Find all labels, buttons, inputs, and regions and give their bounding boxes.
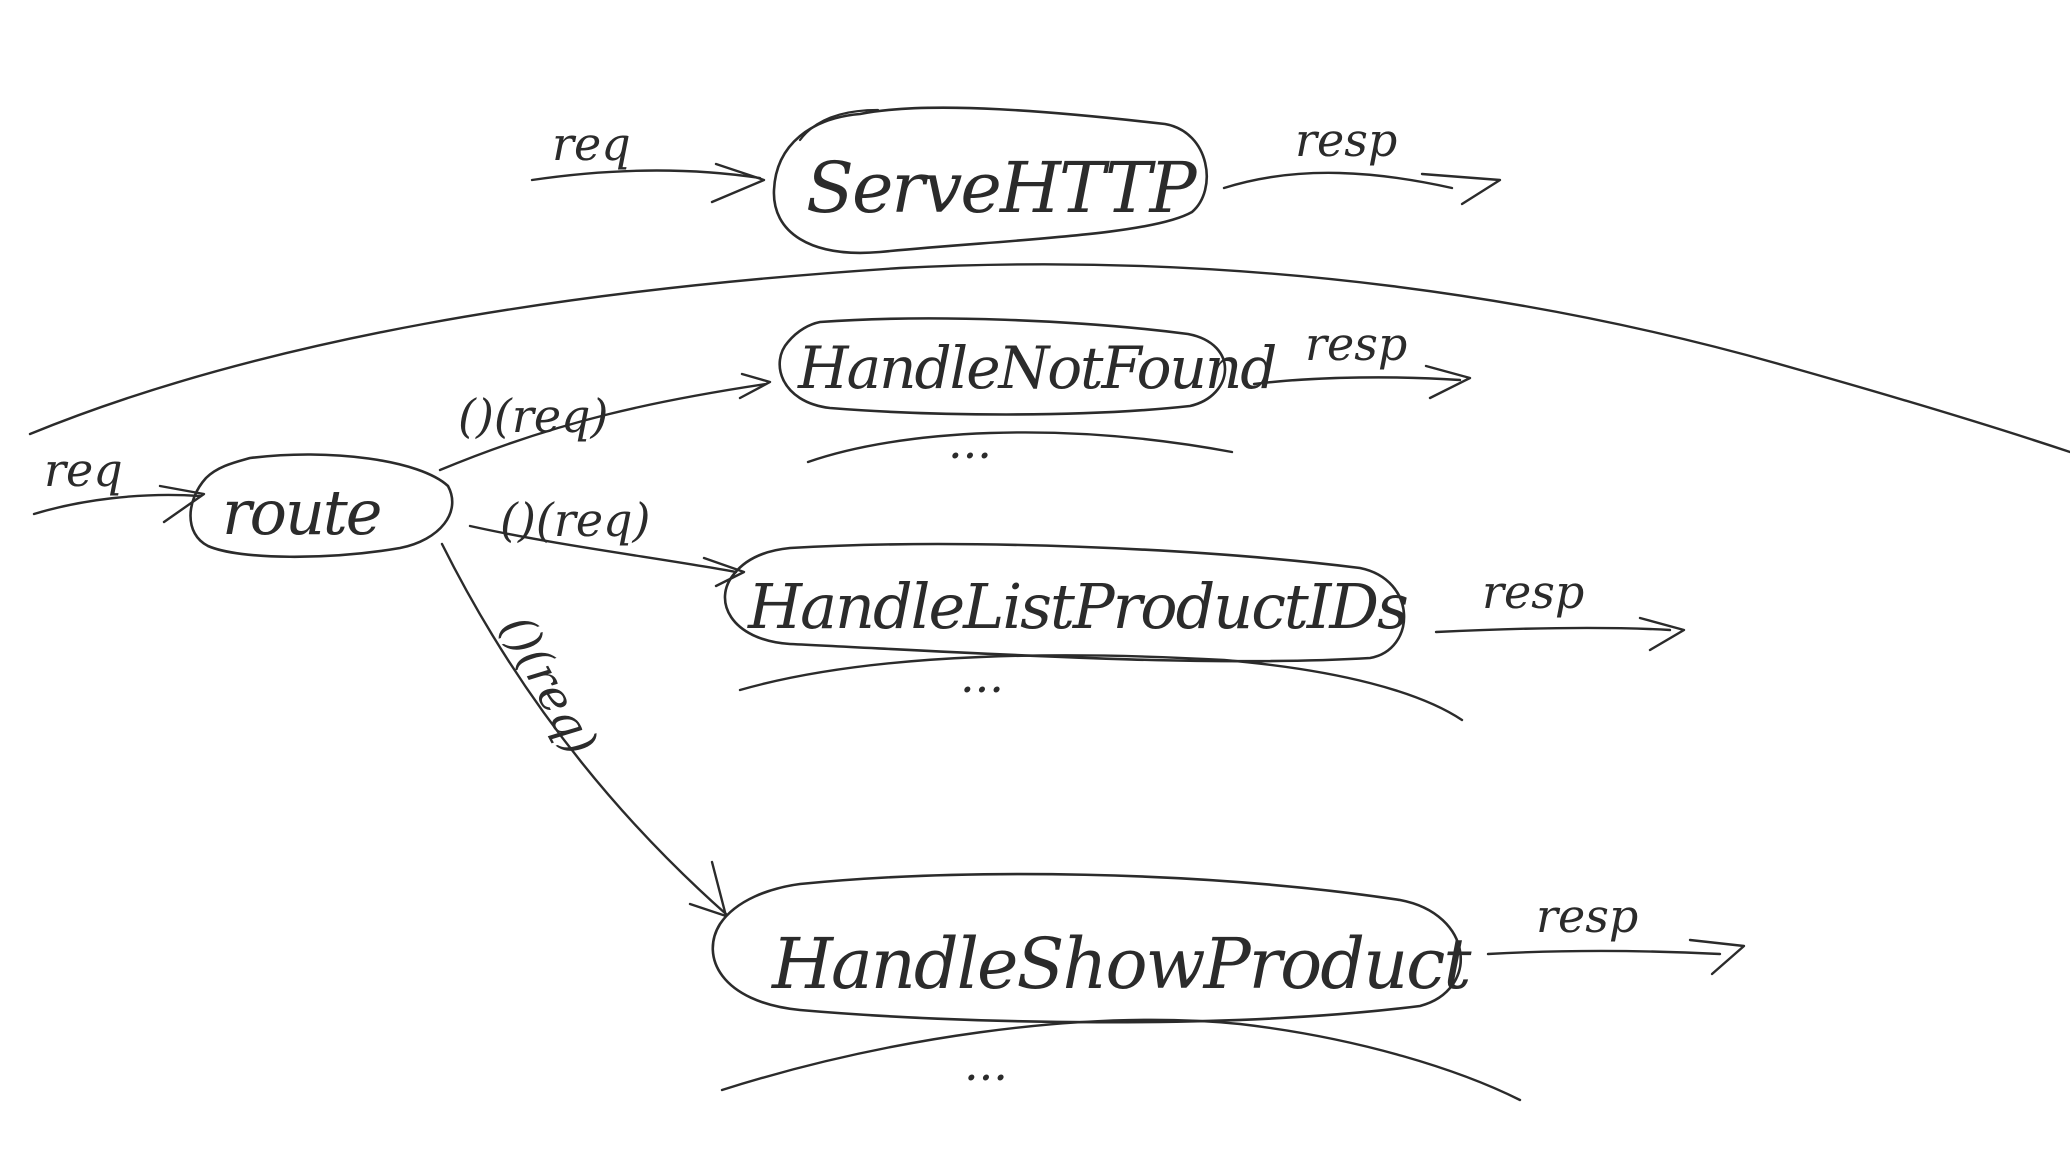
server-in-arrow — [530, 169, 762, 182]
server-out-label: resp — [1295, 113, 1397, 167]
route-node-outline — [189, 453, 454, 559]
list-ellipsis: ... — [960, 649, 1004, 703]
show-body-arc — [720, 1018, 1522, 1102]
show-ellipsis: ... — [964, 1037, 1008, 1091]
route-to-show-label: ()(req) — [490, 606, 608, 764]
list-out-label: resp — [1482, 565, 1584, 619]
server-in-arrowhead — [710, 162, 766, 204]
server-node-outline-overlap — [798, 108, 880, 142]
server-out-arrow — [1222, 171, 1454, 190]
route-to-notfound-arrowhead — [738, 372, 772, 400]
notfound-out-arrow — [1252, 376, 1462, 386]
notfound-node-outline — [778, 317, 1227, 416]
notfound-out-arrowhead — [1424, 364, 1472, 400]
server-scope-arc — [28, 263, 2070, 454]
notfound-body-arc — [806, 431, 1234, 464]
route-to-show-arrow — [440, 542, 728, 916]
show-node-label: HandleShowProduct — [770, 923, 1472, 1005]
route-to-notfound-label: ()(req) — [458, 389, 608, 443]
list-node-outline — [723, 542, 1406, 663]
server-node-outline — [772, 106, 1208, 255]
show-out-arrow — [1486, 949, 1722, 956]
route-node-label: route — [222, 476, 381, 549]
show-node-outline — [711, 872, 1462, 1024]
show-out-label: resp — [1536, 889, 1638, 943]
server-node-label: ServeHTTP — [806, 147, 1199, 229]
route-in-arrowhead — [158, 484, 206, 524]
route-to-list-arrowhead — [702, 556, 746, 588]
route-to-list-label: ()(req) — [500, 493, 650, 547]
route-in-arrow — [32, 493, 202, 516]
list-out-arrow — [1434, 626, 1672, 634]
route-to-notfound-arrow — [438, 382, 768, 472]
list-body-arc — [738, 654, 1464, 722]
list-node-label: HandleListProductIDs — [747, 570, 1407, 643]
show-out-arrowhead — [1688, 938, 1746, 976]
notfound-ellipsis: ... — [948, 415, 992, 469]
notfound-out-label: resp — [1305, 317, 1407, 371]
list-out-arrowhead — [1638, 616, 1686, 652]
route-in-label: req — [44, 443, 123, 497]
route-to-list-arrow — [468, 524, 738, 574]
server-out-arrowhead — [1420, 172, 1502, 206]
route-to-show-arrowhead — [688, 860, 728, 918]
notfound-node-label: HandleNotFound — [797, 334, 1275, 402]
server-in-label: req — [552, 117, 631, 171]
